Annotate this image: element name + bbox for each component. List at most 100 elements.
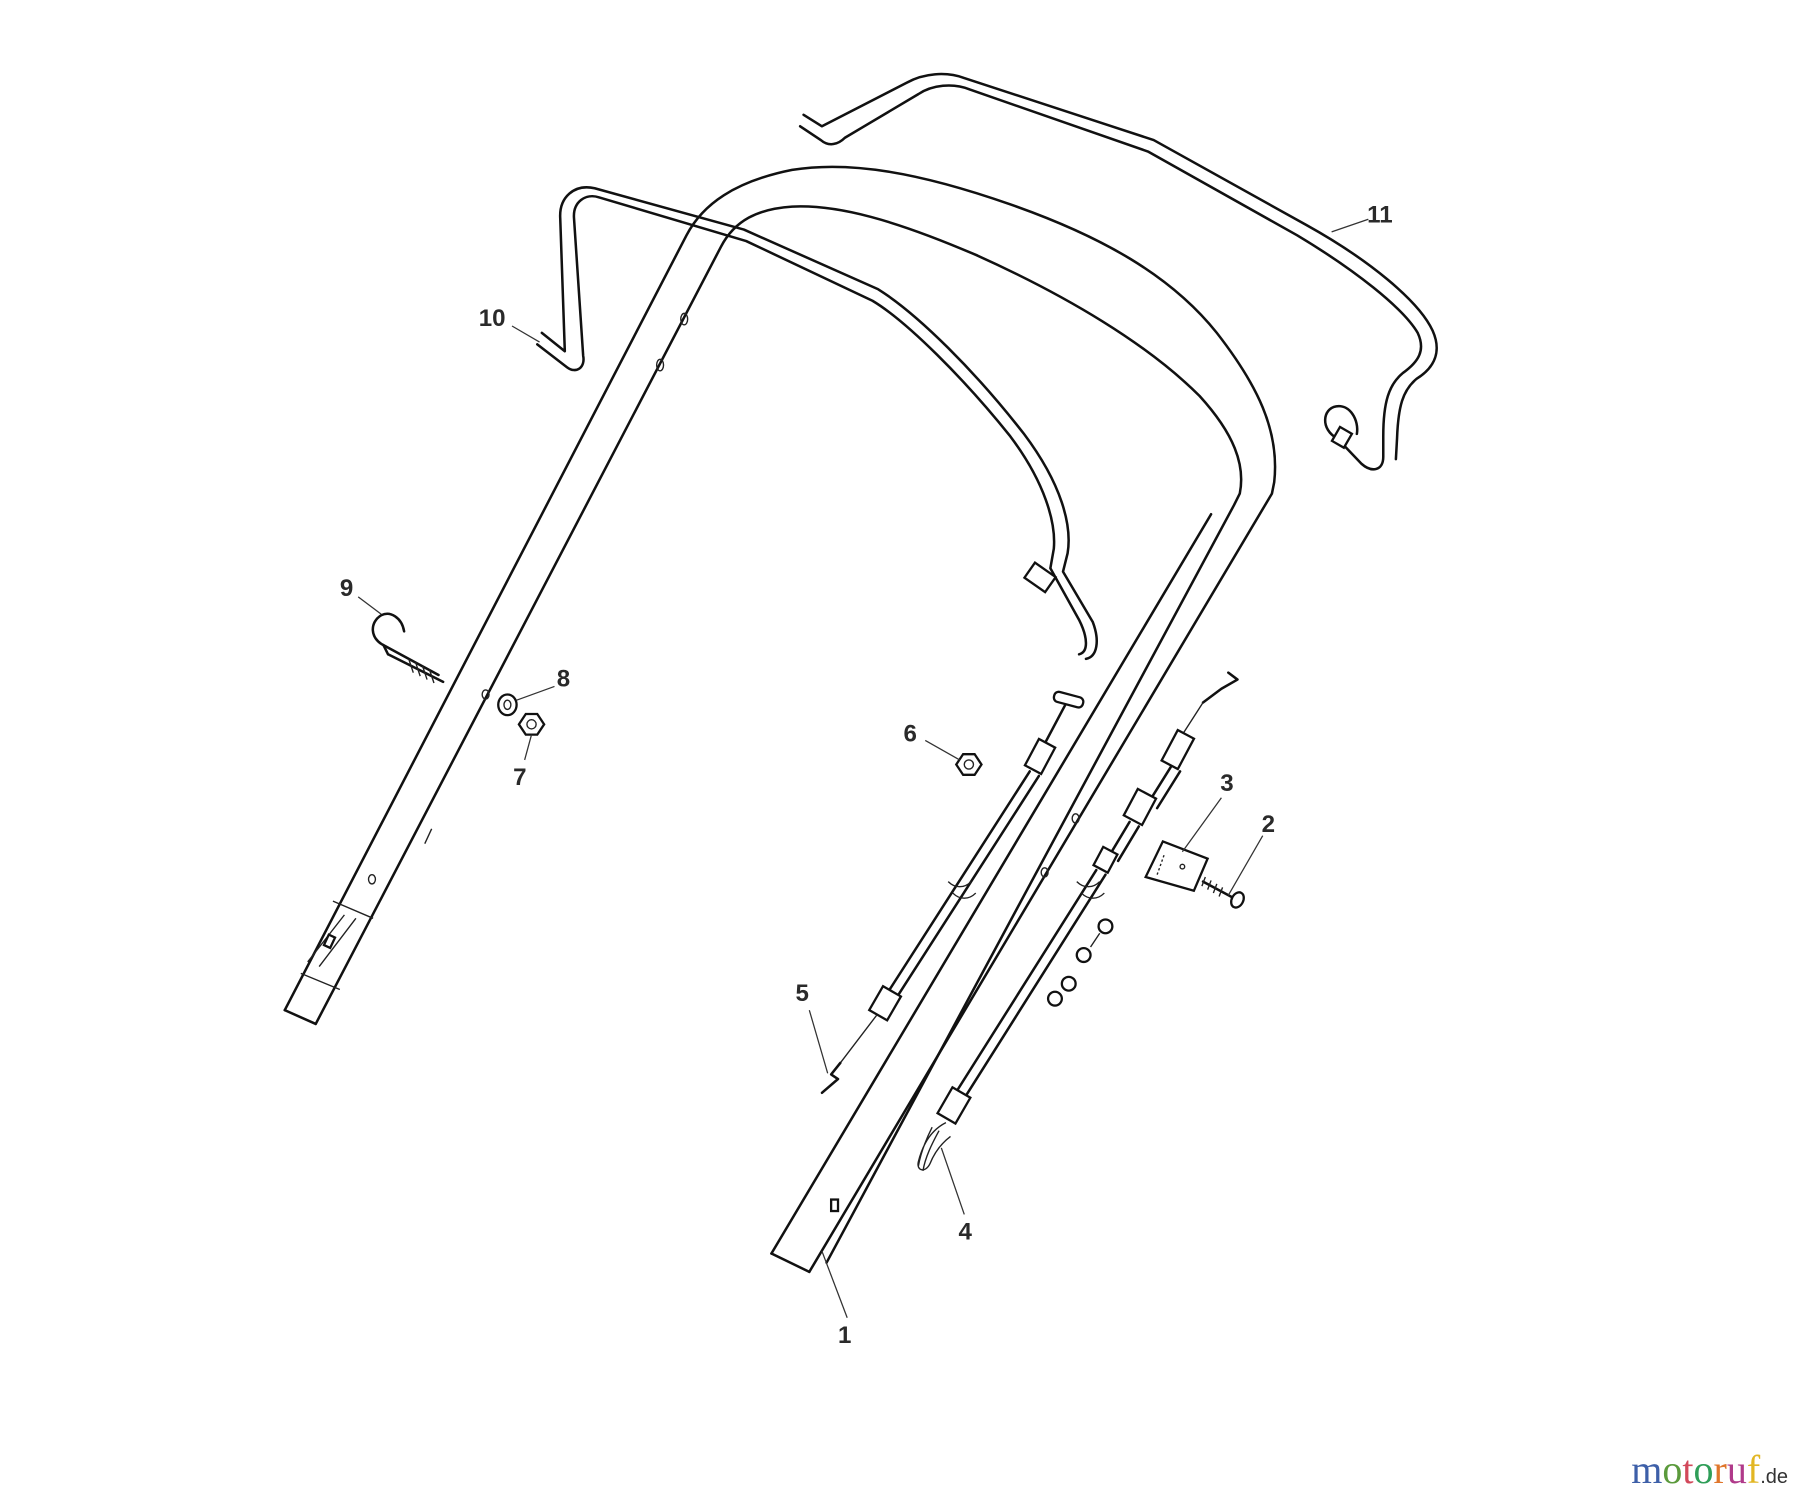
callout-4: 4 — [959, 1219, 973, 1246]
cable-5-sheath — [888, 770, 1041, 996]
nut-6-part[interactable] — [954, 753, 983, 776]
leader-8 — [516, 685, 555, 701]
nut-7 — [517, 712, 546, 736]
screw-part[interactable] — [1201, 876, 1246, 910]
tube-hole — [655, 358, 665, 372]
nut-7-part[interactable] — [517, 712, 546, 736]
callout-10: 10 — [479, 305, 506, 332]
cable-4-fitting-b — [1091, 845, 1119, 875]
leader-6 — [924, 739, 961, 761]
handle-outer-edge — [283, 165, 1277, 1274]
clamp-plate-3-hole — [1179, 863, 1186, 870]
leader-5 — [808, 1009, 829, 1074]
watermark-letter: m — [1631, 1447, 1663, 1492]
brake-lever-bail-part[interactable] — [536, 186, 1098, 661]
handle-right-outer — [770, 512, 1213, 1255]
cable-5-inner-top — [1043, 703, 1067, 746]
right-tube-slot — [829, 1198, 840, 1213]
bail-10-outer — [536, 195, 1088, 656]
watermark-logo: motoruf.de — [1631, 1450, 1788, 1490]
cable-4-wire-top — [1181, 702, 1204, 736]
watermark-letter: o — [1693, 1447, 1714, 1492]
hook-bolt-hook — [371, 612, 440, 677]
handle-left-end — [283, 1008, 317, 1026]
cable-4-sheath — [951, 868, 1107, 1104]
watermark-letter: f — [1746, 1447, 1761, 1492]
washers-leader — [1089, 932, 1101, 948]
tube-hole — [680, 312, 689, 326]
left-sleeve-slot — [322, 933, 337, 950]
washer-a — [1097, 918, 1114, 935]
washer-part[interactable] — [497, 693, 518, 717]
drive-lever-bail-part[interactable] — [798, 72, 1438, 471]
tube-hole — [1071, 813, 1080, 824]
callout-3: 3 — [1220, 770, 1233, 797]
callout-9: 9 — [340, 575, 353, 602]
washers-part[interactable] — [1046, 918, 1114, 1007]
bail-11-inner — [802, 72, 1438, 461]
handle-right-end — [770, 1252, 811, 1274]
callout-labels: 1 2 3 4 5 6 7 8 9 10 11 — [340, 202, 1393, 1349]
bail-11-clip — [1330, 425, 1354, 450]
washer-b — [1075, 947, 1092, 964]
nut-6 — [954, 753, 983, 776]
washer-8 — [497, 693, 518, 717]
leader-2 — [1227, 835, 1264, 896]
cable-4-ferrule — [935, 1085, 972, 1126]
leader-1 — [821, 1250, 848, 1319]
brake-cable-part[interactable] — [820, 690, 1085, 1095]
nut-6-hole — [963, 759, 975, 770]
left-tube-kink — [424, 828, 433, 844]
bail-11-outer — [798, 84, 1423, 471]
callout-5: 5 — [796, 980, 809, 1007]
leader-9 — [357, 596, 382, 615]
leader-11 — [1331, 218, 1369, 233]
washer-c — [1060, 975, 1077, 992]
leader-10 — [511, 325, 540, 343]
callout-11: 11 — [1367, 202, 1392, 229]
bail-10-clip — [1022, 561, 1058, 594]
cable-5-adjuster — [1023, 737, 1057, 776]
watermark-letter: t — [1682, 1447, 1694, 1492]
watermark-letter: o — [1662, 1447, 1683, 1492]
cable-4-break — [1076, 881, 1105, 899]
drive-cable-part[interactable] — [917, 671, 1239, 1171]
leader-lines — [357, 218, 1369, 1319]
tube-hole — [367, 874, 377, 885]
cable-4-z-end — [1201, 671, 1239, 704]
callout-2: 2 — [1262, 811, 1275, 838]
left-sleeve — [300, 900, 374, 991]
cable-5-wire — [839, 1014, 878, 1064]
callout-7: 7 — [513, 764, 526, 791]
screw-2-thread — [1201, 876, 1224, 897]
washer-8-hole — [503, 699, 512, 711]
leader-4 — [940, 1147, 965, 1215]
tube-hole — [481, 689, 490, 700]
watermark-letter: r — [1713, 1447, 1727, 1492]
bail-11-hook — [1323, 405, 1359, 440]
clamp-plate-3 — [1144, 839, 1210, 893]
leader-3 — [1181, 797, 1222, 853]
hook-bolt-part[interactable] — [371, 612, 445, 684]
cable-5-t-end — [1052, 690, 1085, 709]
nut-7-hole — [526, 719, 537, 730]
cable-4-adjuster — [1160, 728, 1196, 771]
cable-4-spring — [917, 1122, 951, 1171]
cable-5-z-end — [820, 1061, 842, 1095]
cable-5-ferrule — [867, 984, 903, 1022]
screw-2-head — [1230, 891, 1245, 909]
clamp-plate-3-line — [1156, 854, 1165, 875]
callout-1: 1 — [838, 1322, 851, 1349]
handle-tube-part[interactable] — [283, 165, 1277, 1274]
hook-bolt-thread — [408, 658, 435, 684]
hook-bolt-shank — [382, 643, 445, 684]
leader-7 — [524, 734, 533, 761]
washer-d — [1046, 990, 1064, 1007]
callout-6: 6 — [903, 721, 916, 748]
bail-10-inner — [540, 186, 1098, 661]
cable-clamp-plate-part[interactable] — [1144, 839, 1210, 893]
cable-5-break — [947, 881, 977, 899]
watermark-tld: .de — [1760, 1466, 1788, 1488]
watermark-letter: u — [1726, 1447, 1747, 1492]
